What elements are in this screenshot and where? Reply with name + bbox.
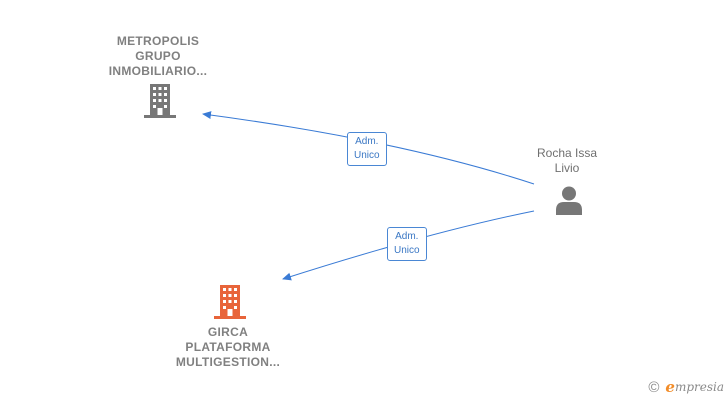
building-icon	[144, 84, 176, 118]
label-line: Rocha Issa	[536, 146, 598, 160]
edge-label-line: Unico	[354, 150, 380, 161]
building-icon	[214, 285, 246, 319]
brand-initial: e	[665, 378, 675, 396]
empresia-watermark: © e mpresia	[648, 378, 724, 396]
label-line: GRUPO	[135, 49, 181, 63]
edge-label-line: Unico	[394, 245, 420, 256]
label-line: METROPOLIS	[116, 34, 200, 48]
edge-label-rocha-girca: Adm. Unico	[387, 227, 427, 261]
label-line: GIRCA	[207, 325, 249, 339]
label-line: Livio	[554, 161, 580, 175]
brand-name: mpresia	[674, 380, 724, 394]
edge-label-line: Adm.	[355, 136, 379, 147]
copyright-icon: ©	[648, 378, 660, 396]
person-icon	[556, 186, 582, 215]
edge-label-rocha-metropolis: Adm. Unico	[347, 132, 387, 166]
company-label-metropolis[interactable]: METROPOLIS GRUPO INMOBILIARIO...	[98, 34, 218, 79]
person-label-rocha[interactable]: Rocha Issa Livio	[521, 146, 613, 176]
label-line: PLATAFORMA	[185, 340, 271, 354]
edge-label-line: Adm.	[395, 231, 419, 242]
label-line: MULTIGESTION...	[175, 355, 281, 369]
company-label-girca[interactable]: GIRCA PLATAFORMA MULTIGESTION...	[163, 325, 293, 370]
label-line: INMOBILIARIO...	[108, 64, 208, 78]
